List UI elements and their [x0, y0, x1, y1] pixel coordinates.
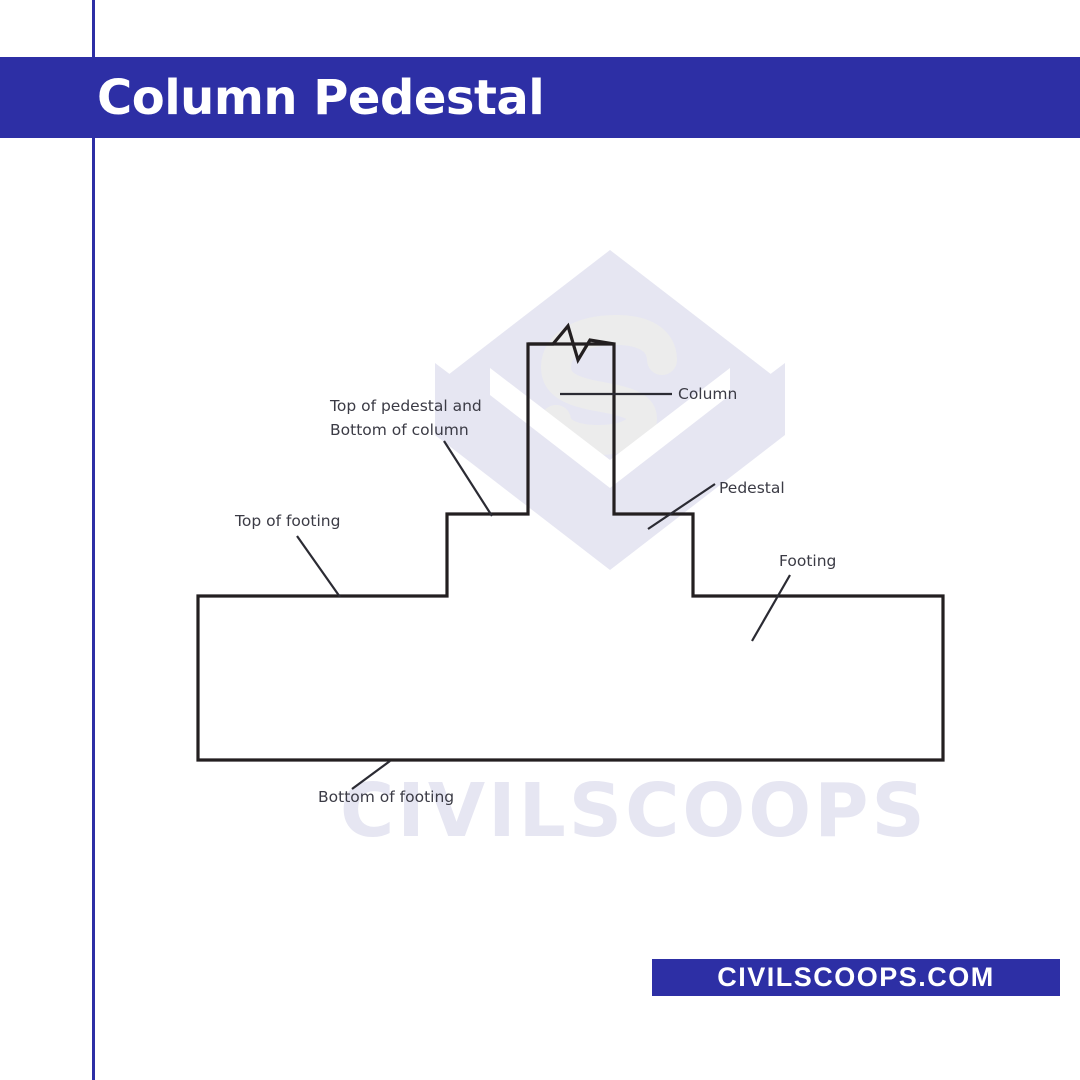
label-top-of-footing: Top of footing: [234, 512, 340, 530]
page-title: Column Pedestal: [97, 69, 545, 126]
label-top-of-pedestal-line2: Bottom of column: [330, 421, 469, 439]
leader-line-top-of-pedestal: [443, 440, 493, 517]
left-vertical-rule: [92, 0, 95, 1080]
leader-line-bottom-of-footing: [351, 760, 391, 790]
column-break-line: [528, 322, 615, 364]
label-column: Column: [678, 385, 737, 403]
label-top-of-pedestal-line1: Top of pedestal and: [329, 397, 482, 415]
label-pedestal: Pedestal: [719, 479, 785, 497]
footer-brand-banner[interactable]: CIVILSCOOPS.COM: [652, 959, 1060, 996]
leader-line-pedestal: [647, 483, 716, 530]
label-bottom-of-footing: Bottom of footing: [318, 788, 454, 806]
leader-line-footing: [751, 574, 791, 642]
label-footing: Footing: [779, 552, 836, 570]
leader-line-top-of-footing: [296, 535, 341, 598]
footer-brand-text: CIVILSCOOPS.COM: [717, 962, 995, 992]
header-banner: [0, 57, 1080, 138]
structure-outline: [196, 342, 945, 762]
